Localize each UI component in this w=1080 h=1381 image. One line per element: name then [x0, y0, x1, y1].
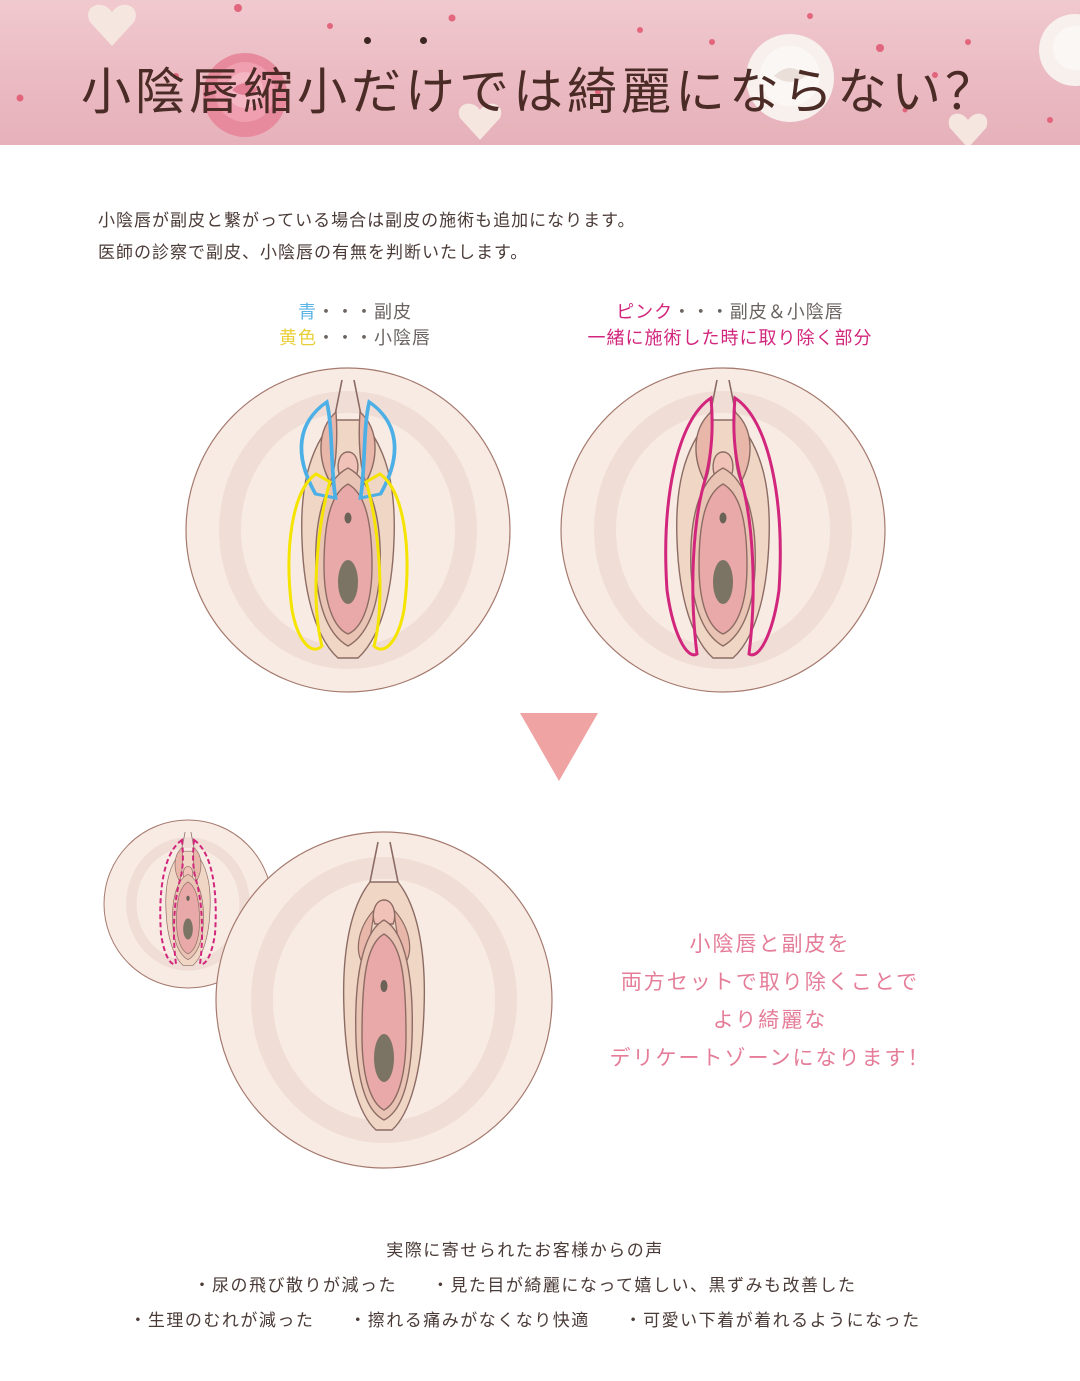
header-banner: 小陰唇縮小だけでは綺麗にならない？: [0, 0, 1080, 145]
voice-item: ・擦れる痛みがなくなり快適: [349, 1311, 590, 1331]
legend-blue-term: 青: [298, 302, 317, 323]
voice-item: ・可愛い下着が着れるようになった: [624, 1311, 921, 1331]
page-title: 小陰唇縮小だけでは綺麗にならない？: [81, 63, 999, 121]
legend-blue-desc: ・・・副皮: [317, 302, 412, 323]
intro-line: 医師の診察で副皮、小陰唇の有無を判断いたします。: [98, 243, 529, 263]
intro-line: 小陰唇が副皮と繋がっている場合は副皮の施術も追加になります。: [98, 211, 636, 231]
result-line: より綺麗な: [712, 1008, 828, 1032]
down-arrow-icon: [520, 713, 598, 781]
result-line: 両方セットで取り除くことで: [620, 970, 920, 994]
voices-heading: 実際に寄せられたお客様からの声: [386, 1241, 664, 1261]
diagram-before-legend-pink: [560, 367, 886, 693]
intro-text: 小陰唇が副皮と繋がっている場合は副皮の施術も追加になります。 医師の診察で副皮、…: [98, 205, 635, 269]
result-message: 小陰唇と副皮を 両方セットで取り除くことで より綺麗な デリケートゾーンになりま…: [590, 925, 950, 1077]
legend-yellow-desc: ・・・小陰唇: [317, 328, 431, 349]
legend-pink-note: 一緒に施術した時に取り除く部分: [587, 328, 873, 349]
legend-pink-desc: ・・・副皮＆小陰唇: [672, 302, 844, 323]
legend-pink-term: ピンク: [616, 302, 673, 323]
result-line: 小陰唇と副皮を: [689, 932, 851, 956]
diagram-before-legend-blue-yellow: [185, 367, 511, 693]
legend-left: 青・・・副皮 黄色・・・小陰唇: [240, 300, 470, 352]
legend-yellow-term: 黄色: [279, 328, 317, 349]
legend-right: ピンク・・・副皮＆小陰唇 一緒に施術した時に取り除く部分: [560, 300, 900, 352]
voice-item: ・生理のむれが減った: [129, 1311, 315, 1331]
voice-item: ・尿の飛び散りが減った: [193, 1276, 397, 1296]
result-line: デリケートゾーンになります！: [609, 1046, 931, 1070]
diagram-after: [215, 831, 553, 1169]
header-decoration: [16, 4, 1080, 145]
customer-voices: 実際に寄せられたお客様からの声 ・尿の飛び散りが減った ・見た目が綺麗になって嬉…: [0, 1234, 1050, 1339]
voice-item: ・見た目が綺麗になって嬉しい、黒ずみも改善した: [431, 1276, 857, 1296]
